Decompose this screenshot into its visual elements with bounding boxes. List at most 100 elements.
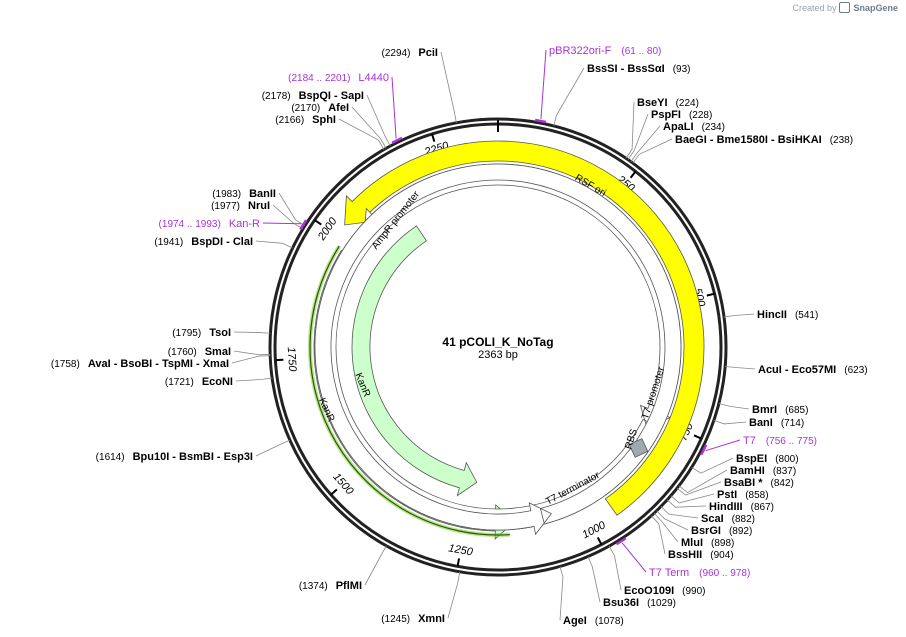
site-label-right: BamHI(837) xyxy=(730,465,796,477)
site-label-left: (1977)NruI xyxy=(211,200,270,212)
site-label-right: HindIII(867) xyxy=(709,501,774,513)
site-label-left: (2166)SphI xyxy=(275,114,336,126)
primer-mark xyxy=(534,118,547,124)
primer-mark xyxy=(700,444,708,456)
kanr-primer-line xyxy=(309,245,510,536)
site-labels: BssSI - BssSαI(93)BseYI(224)PspFI(228)Ap… xyxy=(51,45,868,627)
site-leader xyxy=(713,420,747,425)
tick-mark xyxy=(706,292,715,297)
primer-mark xyxy=(615,537,627,546)
site-leader xyxy=(272,204,304,230)
site-leader xyxy=(656,510,689,531)
site-leaders xyxy=(231,49,756,621)
site-label-right: BssHII(904) xyxy=(668,549,734,561)
site-label-right: AgeI(1078) xyxy=(563,615,624,627)
site-label-left: (1760)SmaI xyxy=(168,346,231,358)
site-label-right: BspEI(800) xyxy=(736,453,799,465)
site-leader xyxy=(625,101,635,159)
site-leader xyxy=(366,94,391,147)
site-label-left: (2294)PciI xyxy=(382,47,438,59)
feature-rbs xyxy=(628,438,649,458)
site-label-right: BmrI(685) xyxy=(752,404,808,416)
credit-brand: SnapGene xyxy=(853,2,898,13)
backbone-outer xyxy=(268,117,728,577)
site-label-right: EcoO109I(990) xyxy=(624,585,706,597)
site-leader xyxy=(231,355,271,364)
site-label-right: BsrGI(892) xyxy=(691,525,752,537)
primer-leader xyxy=(621,542,647,573)
site-label-right: PstI(858) xyxy=(717,489,769,501)
primer-label: T7(756 .. 775) xyxy=(743,435,817,447)
site-label-right: Bsu36I(1029) xyxy=(603,597,676,609)
tick-mark xyxy=(629,170,637,179)
primer-leader xyxy=(262,222,302,225)
site-leader xyxy=(630,125,661,162)
site-label-left: (2170)AfeI xyxy=(291,102,349,114)
site-leader xyxy=(723,313,755,318)
site-label-right: BanI(714) xyxy=(749,417,804,429)
site-label-left: (2178)BspQI - SapI xyxy=(262,90,364,102)
plasmid-length: 2363 bp xyxy=(478,349,518,361)
tick-label: 1000 xyxy=(580,519,608,541)
tick-label: 1500 xyxy=(330,471,356,498)
site-leader xyxy=(691,457,734,474)
primer-mark xyxy=(391,136,403,144)
site-label-left: (1941)BspDI - ClaI xyxy=(154,236,253,248)
site-leader xyxy=(678,469,728,494)
feature-t7-terminator xyxy=(314,163,682,536)
site-label-right: BseYI(224) xyxy=(637,97,699,109)
site-label-right: HincII(541) xyxy=(757,309,818,321)
snapgene-logo-icon xyxy=(839,2,851,13)
tick-mark xyxy=(693,434,702,440)
primer-mark xyxy=(299,219,308,231)
site-leader xyxy=(364,545,387,586)
tick-mark xyxy=(431,133,436,142)
site-leader xyxy=(447,571,461,619)
site-label-right: MluI(898) xyxy=(681,537,734,549)
tick-mark xyxy=(456,558,461,567)
site-leader xyxy=(587,556,601,603)
site-label-right: AcuI - Eco57MI(623) xyxy=(758,364,868,376)
site-label-right: BssSI - BssSαI(93) xyxy=(587,63,690,75)
site-label-left: (1721)EcoNI xyxy=(165,376,233,388)
site-leader xyxy=(660,506,699,519)
primer-label: (2184 .. 2201)L4440 xyxy=(288,72,389,84)
site-label-left: (1795)TsoI xyxy=(172,327,231,339)
site-leader xyxy=(553,67,585,127)
site-leader xyxy=(255,439,291,457)
primer-label: pBR322ori-F(61 .. 80) xyxy=(549,45,661,57)
credit-text: Created by xyxy=(792,2,837,13)
site-leader xyxy=(235,377,273,382)
site-leader xyxy=(233,350,271,356)
site-leader xyxy=(440,51,457,123)
site-leader xyxy=(670,493,715,504)
site-leader xyxy=(559,566,564,621)
snapgene-credit: Created by SnapGene xyxy=(792,2,898,13)
feature-rsf-ori xyxy=(344,140,705,516)
site-leader xyxy=(666,499,707,508)
tick-label: 1750 xyxy=(285,347,298,373)
site-leader xyxy=(255,240,293,249)
site-label-right: BaeGI - Bme1580I - BsiHKAI(238) xyxy=(675,134,853,146)
site-leader xyxy=(651,515,666,555)
site-leader xyxy=(627,113,649,160)
site-leader xyxy=(676,481,722,496)
primer-leader xyxy=(705,439,741,452)
tick-label: 1250 xyxy=(447,542,474,558)
tick-label: 2000 xyxy=(315,215,340,243)
site-leader xyxy=(233,331,271,334)
site-label-right: ScaI(882) xyxy=(701,513,755,525)
site-label-left: (1374)PflMI xyxy=(299,580,362,592)
site-label-left: (1614)Bpu10I - BsmBI - Esp3I xyxy=(96,451,253,463)
site-label-left: (1983)BanII xyxy=(212,188,276,200)
primer-label: T7 Term(960 .. 978) xyxy=(649,567,750,579)
tick-mark xyxy=(314,219,322,226)
site-label-right: ApaLI(234) xyxy=(663,121,725,133)
site-label-right: BsaBI *(842) xyxy=(724,477,794,489)
primer-leader xyxy=(540,49,547,120)
site-label-left: (1245)XmnI xyxy=(381,613,445,625)
site-leader xyxy=(351,106,387,149)
feature-kanr-inner xyxy=(351,225,478,497)
tick-mark xyxy=(596,536,603,545)
site-leader xyxy=(718,403,750,410)
